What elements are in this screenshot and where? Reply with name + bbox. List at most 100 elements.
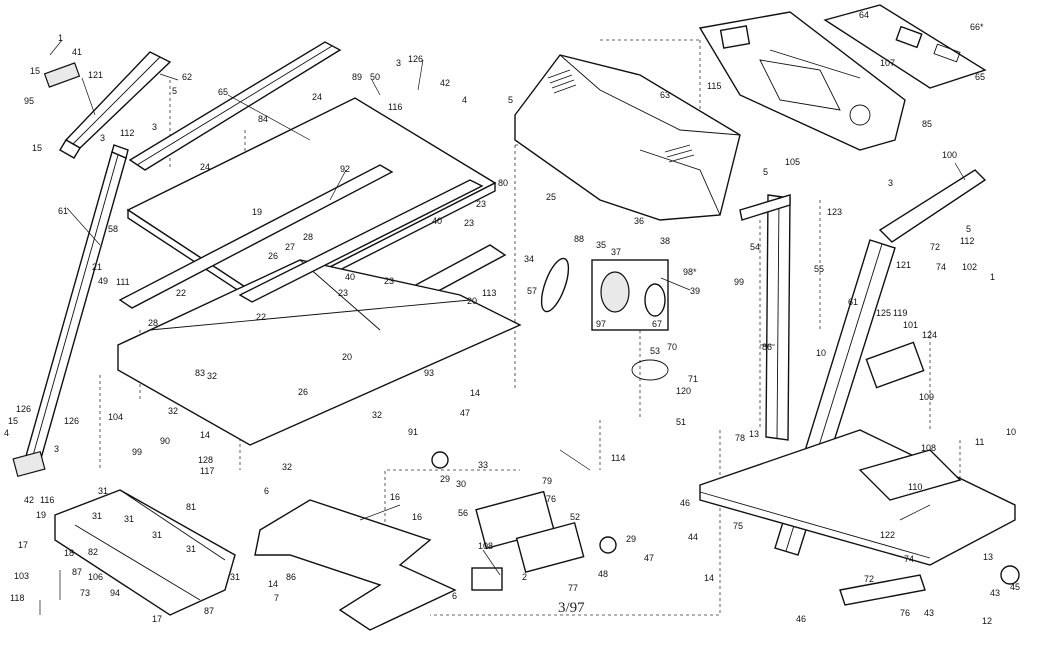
callout-c22a: 22: [176, 288, 186, 298]
callout-c112a: 112: [120, 128, 134, 138]
callout-c112b: 112: [960, 236, 974, 246]
motor-hood: [514, 54, 741, 221]
callout-c46b: 46: [796, 614, 806, 624]
callout-c32d: 32: [282, 462, 292, 472]
callout-c119: 119: [893, 308, 907, 318]
callout-c70: 70: [667, 342, 677, 352]
callout-c42a: 42: [440, 78, 450, 88]
drive-parts: [431, 257, 1020, 591]
callout-c107: 107: [880, 58, 895, 68]
callout-c84: 84: [258, 114, 268, 124]
callout-c28b: 28: [303, 232, 313, 242]
callout-c58: 58: [108, 224, 118, 234]
callout-c72a: 72: [930, 242, 940, 252]
callout-c7: 7: [274, 593, 279, 603]
callout-c14a: 14: [200, 430, 210, 440]
callout-c111: 111: [116, 277, 130, 287]
callout-c66: 66*: [970, 22, 984, 32]
callout-c40a: 40: [432, 216, 442, 226]
callout-c126c: 126: [64, 416, 79, 426]
callout-c2: 2: [522, 572, 527, 582]
callout-c11: 11: [975, 437, 984, 447]
callout-c31b: 31: [92, 511, 102, 521]
callout-c14c: 14: [268, 579, 278, 589]
callout-c57: 57: [527, 286, 537, 296]
callout-c110: 110: [908, 482, 922, 492]
callout-c31d: 31: [152, 530, 162, 540]
callout-c23c: 23: [384, 276, 394, 286]
callout-c87b: 87: [204, 606, 214, 616]
callout-c54: 54: [750, 242, 760, 252]
callout-c27: 27: [285, 242, 295, 252]
callout-c85: 85: [922, 119, 932, 129]
callout-c52: 52: [570, 512, 580, 522]
callout-c36: 36: [634, 216, 644, 226]
callout-c32a: 32: [168, 406, 178, 416]
callout-c86: 86: [286, 572, 296, 582]
callout-c81: 81: [186, 502, 196, 512]
callout-c120: 120: [676, 386, 691, 396]
console-assembly: [698, 4, 987, 151]
callout-c23a: 23: [476, 199, 486, 209]
callout-c29b: 29: [626, 534, 636, 544]
callout-c128: 128: [198, 455, 213, 465]
callout-c65: 65: [218, 87, 228, 97]
callout-c108b: 108: [921, 443, 936, 453]
callout-c106a: 106: [88, 572, 103, 582]
callout-c3d: 3: [54, 444, 59, 454]
callout-c26a: 26: [268, 251, 278, 261]
callout-c42b: 42: [24, 495, 34, 505]
callout-c83: 83: [195, 368, 205, 378]
callout-c73: 73: [80, 588, 90, 598]
callout-c90: 90: [160, 436, 170, 446]
callout-c5d: 5: [966, 224, 971, 234]
callout-c125: 125: [876, 308, 891, 318]
callout-c38: 38: [660, 236, 670, 246]
callout-c97: 97: [596, 319, 606, 329]
callout-c10b: 10: [1006, 427, 1016, 437]
callout-c91: 91: [408, 427, 418, 437]
callout-c122: 122: [880, 530, 895, 540]
callout-c121b: 121: [896, 260, 911, 270]
callout-c95: 95: [24, 96, 34, 106]
callout-c80: 80: [498, 178, 508, 188]
callout-c4a: 4: [462, 95, 467, 105]
callout-c98: 98*: [683, 267, 697, 277]
callout-c13b: 13: [983, 552, 993, 562]
callout-c88: 88: [574, 234, 584, 244]
callout-c63: 63: [660, 90, 670, 100]
callout-c72b: 72: [864, 574, 874, 584]
callout-c71: 71: [688, 374, 698, 384]
callout-c24a: 24: [312, 92, 322, 102]
callout-c31c: 31: [124, 514, 134, 524]
callout-c12: 12: [982, 616, 992, 626]
callout-c45: 45: [1010, 582, 1020, 592]
callout-c100: 100: [942, 150, 957, 160]
callout-c48: 48: [598, 569, 608, 579]
callout-c79: 79: [542, 476, 552, 486]
callout-c3c: 3: [396, 58, 401, 68]
callout-c3e: 3: [888, 178, 893, 188]
callout-c34: 34: [524, 254, 534, 264]
upper-side-rail: [128, 41, 342, 171]
callout-c114: 114: [611, 453, 625, 463]
callout-c40b: 40: [345, 272, 355, 282]
callout-c124: 124: [922, 330, 937, 340]
callout-c15c: 15: [8, 416, 18, 426]
callout-c78: 78: [735, 433, 745, 443]
callout-c108a: 108: [478, 541, 493, 551]
callout-c32b: 32: [207, 371, 217, 381]
callout-c77: 77: [568, 583, 578, 593]
left-base-frame: [12, 450, 236, 616]
callout-c41: 41: [72, 47, 82, 57]
callout-c121a: 121: [88, 70, 103, 80]
callout-c94: 94: [110, 588, 120, 598]
callout-c74b: 74: [904, 554, 914, 564]
callout-c25: 25: [546, 192, 556, 202]
callout-c76b: 76: [900, 608, 910, 618]
callout-c43b: 43: [924, 608, 934, 618]
callout-c19b: 19: [36, 510, 46, 520]
